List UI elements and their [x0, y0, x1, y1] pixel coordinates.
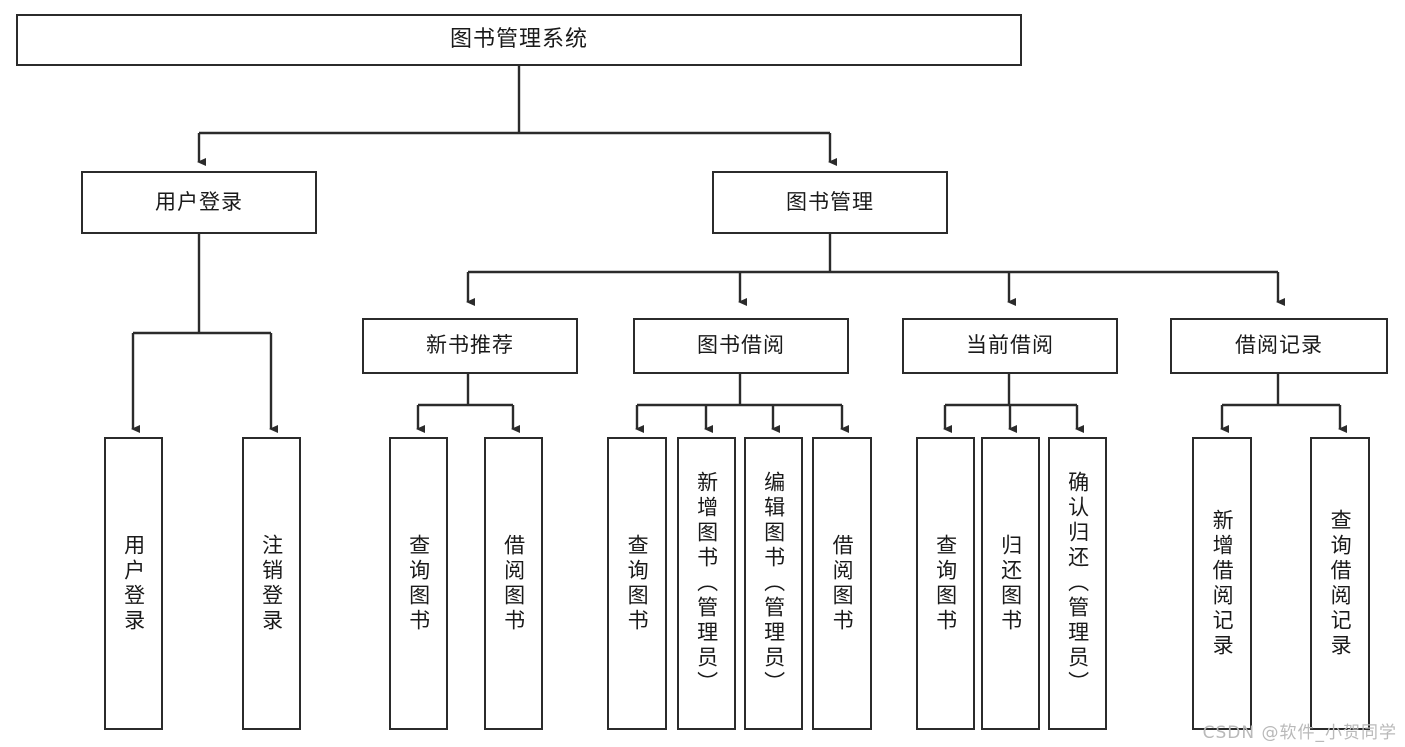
node-user-login[interactable]: 用户登录 — [81, 171, 317, 234]
node-new-book-recommend[interactable]: 新书推荐 — [362, 318, 578, 374]
leaf-recommend-query-book[interactable]: 查询图书 — [389, 437, 448, 730]
leaf-current-return-book[interactable]: 归还图书 — [981, 437, 1040, 730]
leaf-user-login-logout[interactable]: 注销登录 — [242, 437, 301, 730]
node-current-borrow[interactable]: 当前借阅 — [902, 318, 1118, 374]
node-book-management[interactable]: 图书管理 — [712, 171, 948, 234]
leaf-recommend-borrow-book[interactable]: 借阅图书 — [484, 437, 543, 730]
leaf-record-add-record[interactable]: 新增借阅记录 — [1192, 437, 1252, 730]
leaf-user-login-login[interactable]: 用户登录 — [104, 437, 163, 730]
leaf-borrow-edit-book-admin[interactable]: 编辑图书（管理员） — [744, 437, 803, 730]
csdn-watermark: CSDN @软件_小贺同学 — [1202, 723, 1397, 743]
node-root-system[interactable]: 图书管理系统 — [16, 14, 1022, 66]
leaf-current-query-book[interactable]: 查询图书 — [916, 437, 975, 730]
leaf-record-query-record[interactable]: 查询借阅记录 — [1310, 437, 1370, 730]
node-borrow-record[interactable]: 借阅记录 — [1170, 318, 1388, 374]
leaf-borrow-add-book-admin[interactable]: 新增图书（管理员） — [677, 437, 736, 730]
leaf-borrow-query-book[interactable]: 查询图书 — [607, 437, 667, 730]
node-book-borrow[interactable]: 图书借阅 — [633, 318, 849, 374]
leaf-borrow-borrow-book[interactable]: 借阅图书 — [812, 437, 872, 730]
leaf-current-confirm-return-admin[interactable]: 确认归还（管理员） — [1048, 437, 1107, 730]
